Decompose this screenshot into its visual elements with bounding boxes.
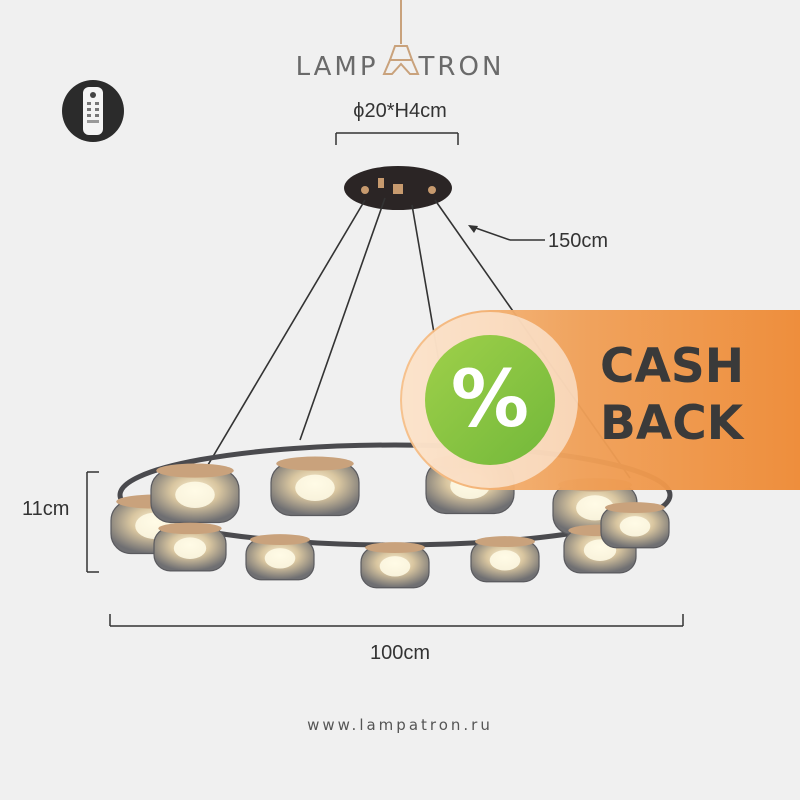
website-url[interactable]: www.lampatron.ru — [307, 716, 493, 734]
glass-shade — [470, 536, 540, 583]
eiffel-lamp-icon — [382, 0, 420, 75]
cashback-line1: CASH — [600, 339, 745, 394]
brand-logo: LAMP TRON — [0, 52, 800, 82]
glass-shade — [245, 534, 315, 581]
canopy-dimension-label: ϕ20*H4cm — [353, 100, 447, 122]
glass-shade — [600, 502, 670, 549]
cashback-line2: BACK — [600, 396, 744, 451]
glass-shade — [150, 463, 240, 524]
cashback-badge: % — [425, 335, 555, 465]
canopy-dimension-bracket — [335, 132, 459, 145]
height-dimension-bracket — [86, 471, 99, 573]
cable-length-pointer — [468, 225, 545, 241]
glass-shade — [153, 522, 227, 572]
glass-shades — [110, 454, 670, 589]
brand-name-left: LAMP — [295, 52, 379, 82]
remote-control-icon — [83, 87, 103, 135]
width-dimension-bracket — [109, 614, 684, 627]
ceiling-canopy — [344, 166, 452, 210]
brand-name-right: TRON — [418, 52, 505, 82]
glass-shade — [360, 542, 430, 589]
width-dimension-label: 100cm — [369, 642, 431, 664]
glass-shade — [270, 456, 360, 517]
cable-length-label: 150cm — [548, 230, 609, 252]
height-dimension-label: 11cm — [22, 498, 70, 520]
cashback-text: CASH BACK — [600, 338, 744, 452]
percent-icon: % — [450, 355, 530, 445]
